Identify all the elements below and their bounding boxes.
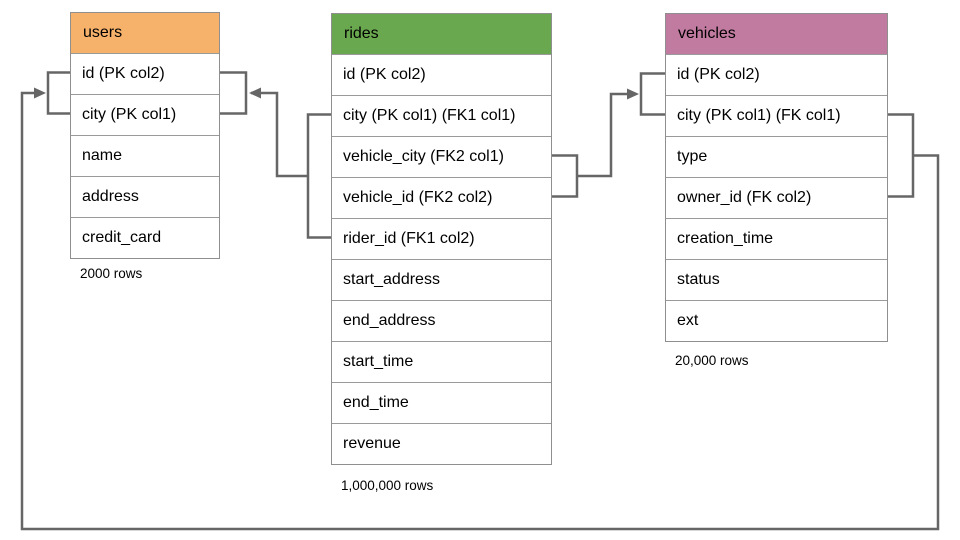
fk2-arrowhead (627, 88, 639, 100)
table-row: owner_id (FK col2) (666, 177, 887, 218)
table-rides: rides id (PK col2) city (PK col1) (FK1 c… (331, 13, 552, 465)
table-row: id (PK col2) (71, 53, 219, 94)
table-row: start_address (332, 259, 551, 300)
fk-arrowhead (34, 87, 46, 99)
fk2-connector-rides-vehicles (552, 72, 665, 198)
table-row: id (PK col2) (332, 54, 551, 95)
table-row: id (PK col2) (666, 54, 887, 95)
table-row: city (PK col1) (FK1 col1) (332, 95, 551, 136)
rides-row-count: 1,000,000 rows (341, 478, 434, 493)
fk1-connector-rides-users (220, 71, 331, 239)
table-row: credit_card (71, 217, 219, 258)
users-row-count: 2000 rows (80, 266, 143, 281)
table-users-header: users (71, 13, 219, 53)
table-row: type (666, 136, 887, 177)
table-row: name (71, 135, 219, 176)
table-row: start_time (332, 341, 551, 382)
table-row: vehicle_id (FK2 col2) (332, 177, 551, 218)
table-row: status (666, 259, 887, 300)
table-row: city (PK col1) (71, 94, 219, 135)
table-row: rider_id (FK1 col2) (332, 218, 551, 259)
table-vehicles: vehicles id (PK col2) city (PK col1) (FK… (665, 13, 888, 342)
vehicles-row-count: 20,000 rows (675, 353, 749, 368)
table-users: users id (PK col2) city (PK col1) name a… (70, 12, 220, 259)
table-row: city (PK col1) (FK col1) (666, 95, 887, 136)
table-row: ext (666, 300, 887, 341)
table-row: end_time (332, 382, 551, 423)
fk-connector-vehicles-users (20, 71, 940, 531)
table-row: creation_time (666, 218, 887, 259)
fk1-arrowhead (249, 87, 261, 99)
table-row: vehicle_city (FK2 col1) (332, 136, 551, 177)
table-row: revenue (332, 423, 551, 464)
table-vehicles-header: vehicles (666, 14, 887, 54)
table-row: end_address (332, 300, 551, 341)
table-row: address (71, 176, 219, 217)
table-rides-header: rides (332, 14, 551, 54)
